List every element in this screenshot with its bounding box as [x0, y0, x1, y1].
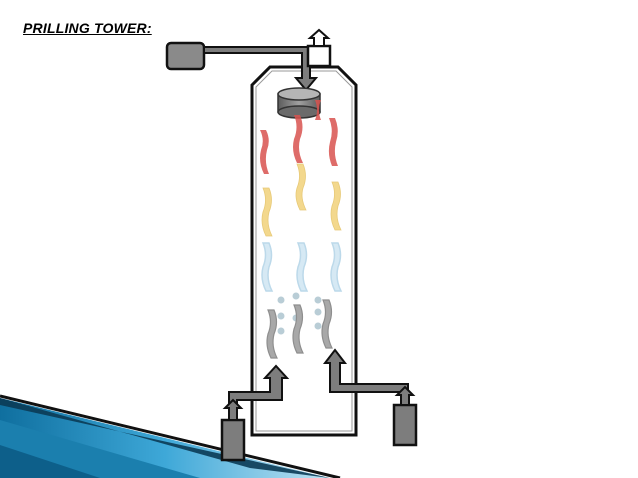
cool-stream-2: [296, 242, 309, 292]
warm-stream-1: [261, 187, 273, 237]
hot-stream-1: [260, 130, 269, 174]
solid-stream-1: [266, 309, 278, 359]
hot-stream-4: [328, 118, 338, 166]
right-air-inlet-arrow: [322, 348, 409, 396]
solid-prill-streams: [266, 299, 333, 359]
feed-tank: [165, 41, 206, 71]
slide-title: PRILLING TOWER:: [23, 20, 152, 36]
left-air-inlet-arrow: [228, 364, 290, 409]
hot-droplet-streams: [260, 100, 338, 174]
warm-stream-3: [330, 181, 342, 231]
cool-stream-1: [261, 242, 274, 292]
hot-stream-2: [293, 115, 303, 163]
right-blower-tank: [392, 385, 418, 447]
hot-stream-3: [315, 100, 321, 120]
left-blower-tank: [220, 398, 246, 462]
corner-band-decoration: [0, 394, 341, 478]
cool-droplet-streams: [261, 242, 343, 292]
feed-pipe-arrow: [203, 46, 319, 92]
solid-stream-2: [292, 304, 304, 354]
spray-drum: [277, 87, 321, 119]
cool-stream-3: [330, 242, 343, 292]
warm-droplet-streams: [261, 163, 342, 237]
warm-stream-2: [295, 163, 307, 211]
solid-stream-3: [321, 299, 333, 349]
top-vent-outlet: [306, 28, 332, 68]
